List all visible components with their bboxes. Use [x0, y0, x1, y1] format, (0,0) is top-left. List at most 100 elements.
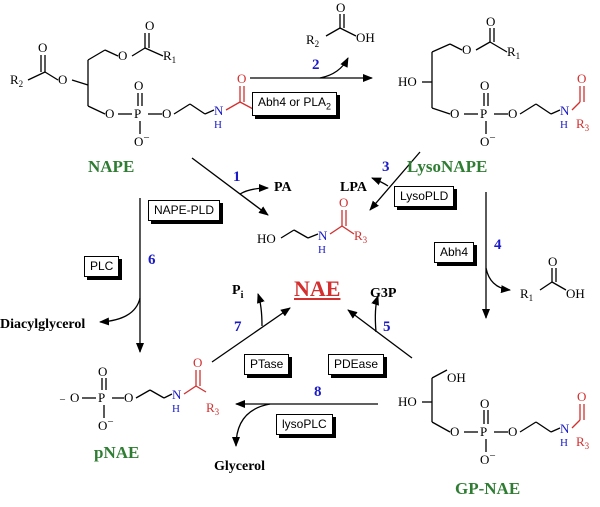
atom-o: O [336, 0, 345, 15]
atom-o: O [58, 72, 67, 87]
enzyme-box-plc: PLC [84, 256, 120, 278]
atom-minus: – [489, 450, 496, 461]
r2cooh-structure [325, 14, 357, 37]
atom-oh: OH [447, 370, 466, 385]
arrow-step-3-branch [371, 177, 389, 187]
atom-o: O [38, 40, 47, 55]
enzyme-box-ptase: PTase [244, 354, 290, 376]
atom-n: N [560, 103, 570, 118]
atom-r3: R3 [576, 434, 590, 451]
enzyme-label: Abh4 or PLA [258, 95, 327, 109]
atom-o: O [480, 396, 489, 411]
atom-r1: R1 [520, 286, 533, 303]
step-number-4: 4 [494, 237, 502, 253]
pnae-structure [82, 370, 207, 418]
atom-o: O [450, 424, 459, 439]
atom-h: H [560, 437, 568, 449]
arrow-step-8-branch [232, 403, 271, 447]
compound-name-pnae: pNAE [94, 443, 140, 462]
atom-o: O [462, 42, 471, 57]
compound-name-gpnae: GP-NAE [455, 479, 521, 498]
product-pa: PA [274, 180, 292, 195]
enzyme-label-subscript: 2 [326, 101, 332, 112]
arrow-step-2-branch [319, 57, 349, 79]
atom-r2: R2 [306, 32, 319, 49]
atom-o: O [480, 134, 489, 149]
atom-h: H [214, 119, 222, 131]
product-lpa: LPA [340, 180, 367, 195]
atom-o: O [105, 106, 114, 121]
step-number-3: 3 [382, 159, 390, 175]
product-pi-subscript: i [240, 289, 244, 301]
atom-r3: R3 [576, 116, 590, 133]
atom-o: O [486, 14, 495, 29]
arrow-step-1 [191, 157, 269, 216]
atom-n: N [214, 103, 224, 118]
product-diacylglycerol: Diacylglycerol [0, 317, 86, 332]
atom-r2: R2 [10, 72, 23, 89]
product-glycerol: Glycerol [214, 459, 266, 474]
atom-ho: HO [257, 231, 276, 246]
atom-oh: OH [356, 30, 375, 45]
atom-r3: R3 [206, 400, 220, 417]
arrow-step-1-branch [239, 184, 269, 195]
product-pi-label: P [232, 283, 241, 298]
atom-p: P [480, 106, 487, 121]
atom-o: O [162, 106, 171, 121]
enzyme-box-abh4: Abh4 [434, 242, 475, 264]
compound-name-lysonape: LysoNAPE [407, 157, 488, 176]
atom-ho: HO [398, 74, 417, 89]
atom-o: O [145, 18, 154, 33]
r1cooh-structure [539, 268, 567, 291]
atom-minus: – [107, 416, 114, 427]
lysonape-atoms: HO O O R1 O P O O – O N H O R3 [398, 14, 590, 149]
atom-n: N [560, 421, 570, 436]
atom-h: H [318, 244, 326, 256]
atom-oh: OH [566, 286, 585, 301]
arrow-step-7-branch [257, 293, 265, 327]
arrow-step-3 [369, 151, 421, 211]
r1cooh-atoms: O OH R1 [520, 254, 585, 303]
atom-o: O [134, 134, 143, 149]
pnae-atoms: – O P O O – O N H O R3 [59, 355, 220, 433]
atom-o: O [548, 254, 557, 269]
step-number-5: 5 [383, 319, 391, 335]
step-number-6: 6 [148, 252, 156, 268]
atom-r3: R3 [354, 228, 368, 245]
atom-o: O [134, 78, 143, 93]
nae-title: NAE [294, 276, 341, 301]
atom-o: O [577, 71, 586, 86]
atom-o: O [480, 78, 489, 93]
nae-atoms: HO N H O R3 [257, 195, 368, 256]
atom-o: O [98, 418, 107, 433]
enzyme-box-nape-pld: NAPE-PLD [148, 200, 221, 222]
arrow-step-5-branch [371, 295, 379, 333]
atom-o: O [577, 389, 586, 404]
arrow-step-7 [211, 307, 291, 363]
atom-o: O [508, 424, 517, 439]
compound-name-nape: NAPE [88, 157, 135, 176]
atom-o: O [118, 48, 127, 63]
atom-ho: HO [398, 394, 417, 409]
atom-n: N [172, 387, 182, 402]
atom-p: P [480, 424, 487, 439]
atom-n: N [318, 228, 328, 243]
arrow-step-5 [347, 309, 413, 359]
step-number-2: 2 [312, 57, 320, 73]
atom-r1: R1 [507, 44, 520, 61]
atom-o: O [480, 452, 489, 467]
product-pi: Pi [232, 284, 243, 301]
nape-structure [27, 33, 256, 134]
lysonape-structure [422, 28, 585, 134]
nape-atoms: O O R1 O O R2 O P O O – O N H O R3 [10, 18, 269, 149]
atom-o: O [193, 355, 202, 370]
atom-o: O [70, 390, 79, 405]
atom-p: P [134, 106, 141, 121]
enzyme-box-lysoplc: lysoPLC [276, 414, 333, 436]
atom-h: H [560, 119, 568, 131]
step-number-7: 7 [234, 319, 242, 335]
atom-h: H [172, 403, 180, 415]
atom-r1: R1 [163, 48, 176, 65]
